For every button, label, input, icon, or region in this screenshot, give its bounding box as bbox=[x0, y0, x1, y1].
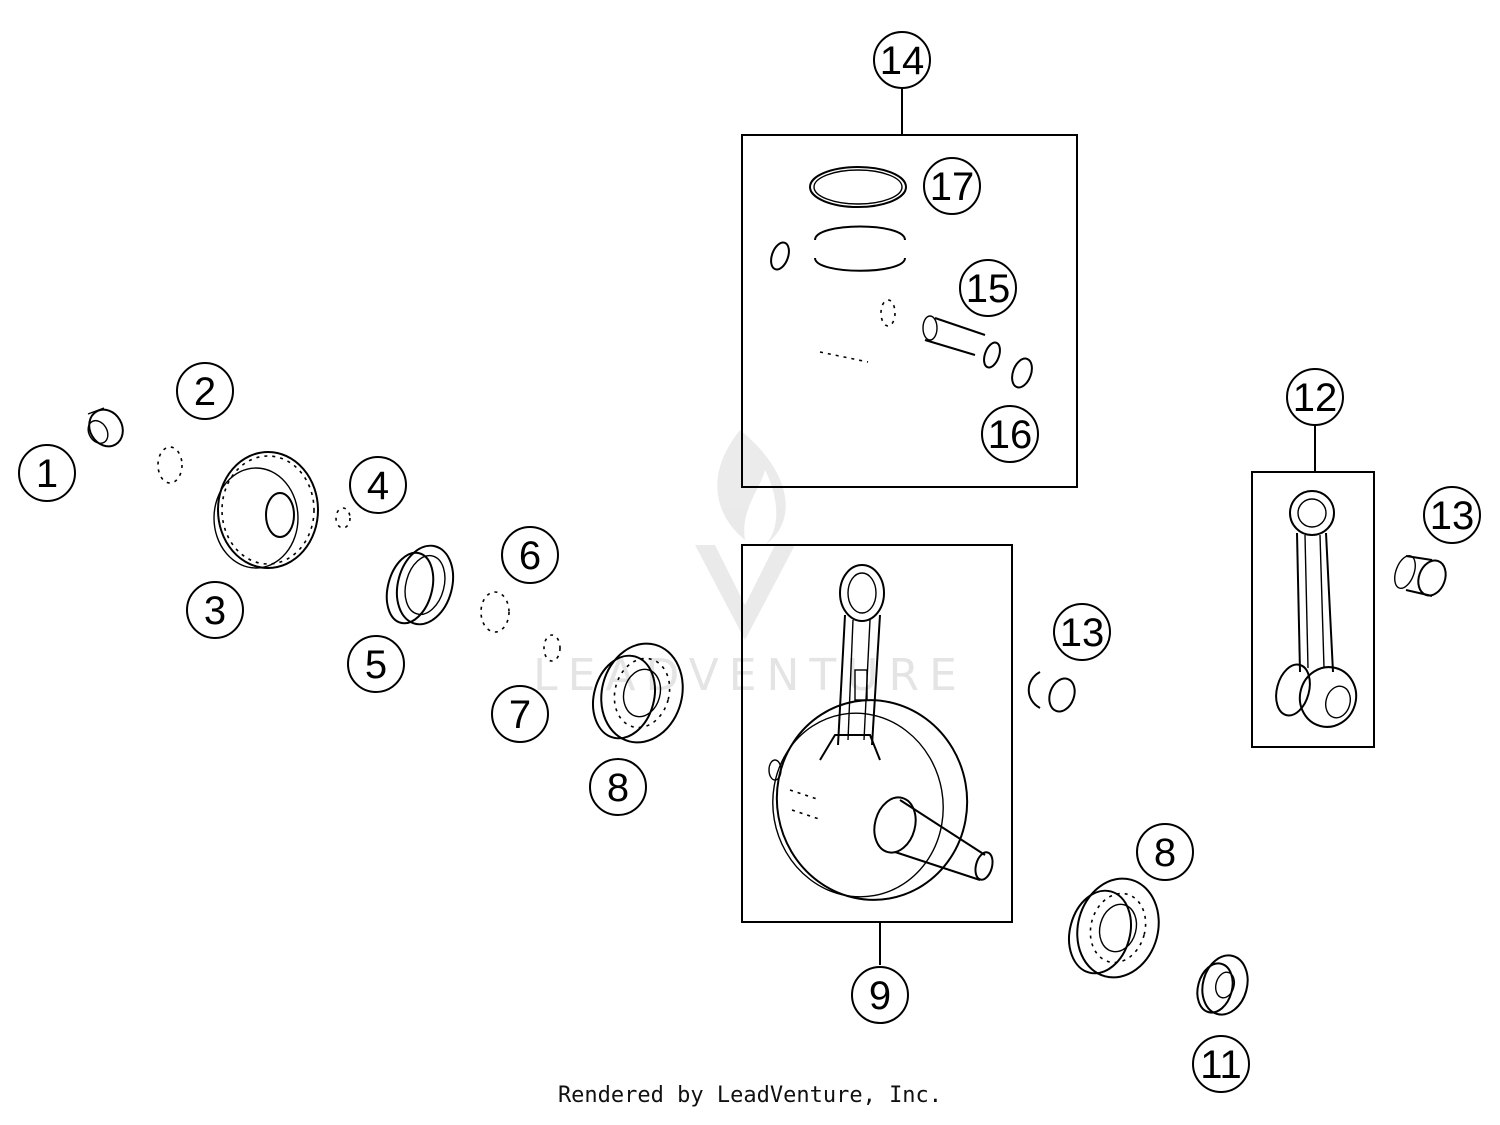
callout-7: 7 bbox=[491, 685, 549, 743]
svg-text:13: 13 bbox=[1430, 494, 1475, 538]
callout-17: 17 bbox=[923, 157, 981, 215]
watermark-logo bbox=[695, 430, 795, 640]
svg-text:16: 16 bbox=[988, 413, 1033, 457]
svg-text:2: 2 bbox=[194, 370, 216, 414]
callout-13-right: 13 bbox=[1423, 486, 1481, 544]
part-5-seal bbox=[385, 544, 455, 626]
svg-text:6: 6 bbox=[519, 534, 541, 578]
callout-15: 15 bbox=[959, 259, 1017, 317]
piston-ring-second bbox=[814, 225, 906, 272]
svg-text:11: 11 bbox=[1200, 1043, 1242, 1087]
part-8-bearing-right bbox=[1068, 877, 1160, 979]
piston-kit-box bbox=[741, 134, 1078, 488]
svg-text:7: 7 bbox=[509, 693, 531, 737]
part-4-ring bbox=[335, 507, 351, 529]
svg-text:15: 15 bbox=[966, 267, 1011, 311]
part-2-washer bbox=[157, 446, 183, 484]
part-13-bearing-right bbox=[1394, 555, 1447, 597]
callout-5: 5 bbox=[347, 635, 405, 693]
connecting-rod-assembly bbox=[1275, 490, 1358, 728]
piston-clip-left bbox=[770, 241, 790, 271]
svg-text:1: 1 bbox=[36, 452, 58, 496]
svg-text:9: 9 bbox=[869, 974, 891, 1018]
part-13-bearing-center bbox=[1027, 671, 1076, 713]
callout-2: 2 bbox=[176, 362, 234, 420]
footer-credit: Rendered by LeadVenture, Inc. bbox=[557, 1083, 943, 1108]
watermark: LEADVENTURE bbox=[533, 650, 967, 701]
svg-text:4: 4 bbox=[367, 464, 389, 508]
crankshaft-box bbox=[741, 544, 1013, 923]
part-6-key bbox=[480, 591, 510, 633]
callout-4: 4 bbox=[349, 456, 407, 514]
part-1-plug bbox=[87, 407, 124, 448]
svg-text:14: 14 bbox=[880, 39, 925, 83]
svg-text:8: 8 bbox=[607, 766, 629, 810]
svg-text:3: 3 bbox=[204, 589, 226, 633]
piston-clip-right bbox=[983, 341, 1033, 389]
svg-text:13: 13 bbox=[1060, 611, 1105, 655]
callout-3: 3 bbox=[186, 581, 244, 639]
callout-11: 11 bbox=[1192, 1035, 1250, 1093]
callout-8-left: 8 bbox=[589, 758, 647, 816]
callout-1: 1 bbox=[18, 444, 76, 502]
svg-text:12: 12 bbox=[1293, 376, 1338, 420]
part-8-bearing-left bbox=[592, 642, 684, 744]
callout-14: 14 bbox=[873, 31, 931, 89]
piston-pin bbox=[819, 299, 986, 363]
svg-text:8: 8 bbox=[1154, 831, 1176, 875]
piston-ring-top bbox=[809, 166, 907, 208]
connecting-rod-box bbox=[1251, 471, 1375, 748]
svg-text:17: 17 bbox=[930, 165, 975, 209]
part-3-gear bbox=[213, 451, 319, 569]
svg-text:5: 5 bbox=[365, 643, 387, 687]
callout-12: 12 bbox=[1286, 368, 1344, 426]
crankshaft-assembly bbox=[768, 564, 994, 901]
callout-13-center: 13 bbox=[1053, 603, 1111, 661]
callout-16: 16 bbox=[981, 405, 1039, 463]
callout-9: 9 bbox=[851, 966, 909, 1024]
callout-6: 6 bbox=[501, 526, 559, 584]
callout-8-right: 8 bbox=[1136, 823, 1194, 881]
part-11-bearing bbox=[1196, 954, 1249, 1016]
part-7-ring bbox=[543, 634, 561, 662]
